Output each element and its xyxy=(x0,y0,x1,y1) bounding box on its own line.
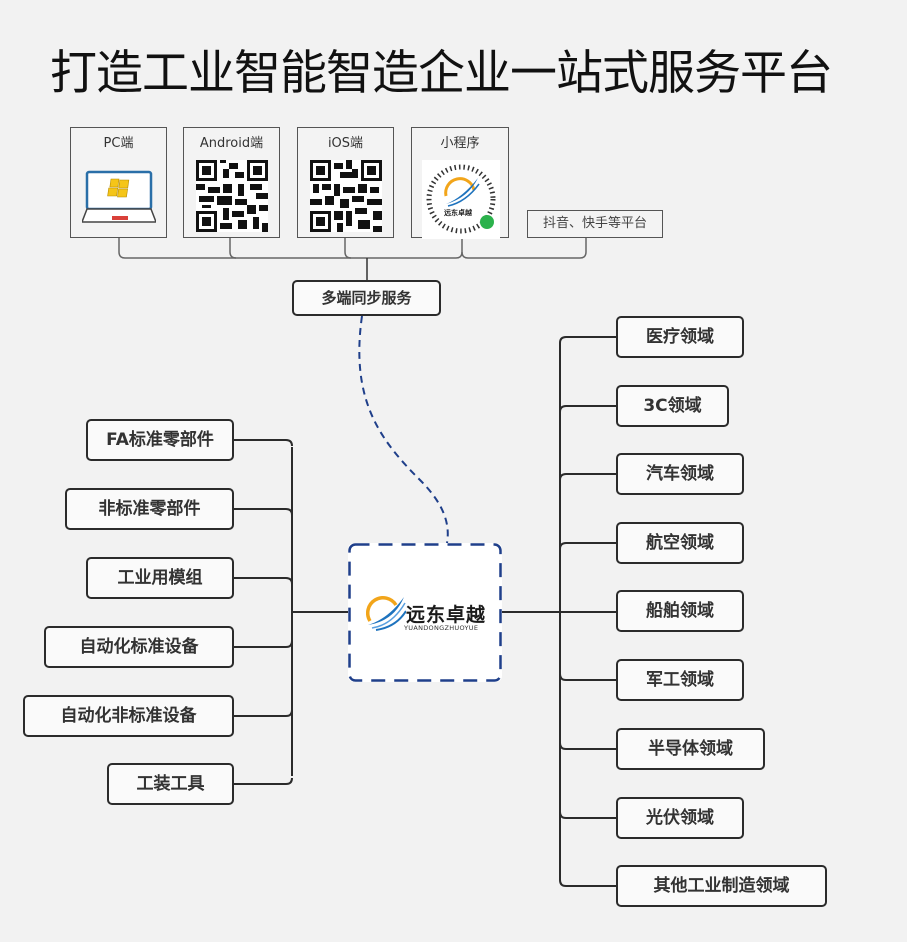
connector-mini xyxy=(359,238,463,259)
mini-brand-text: 远东卓越 xyxy=(444,208,473,217)
brand-name-en: YUANDONGZHUOYUE xyxy=(404,624,479,632)
center-logo-node[interactable]: 远东卓越 YUANDONGZHUOYUE xyxy=(348,543,502,682)
page-title: 打造工业智能智造企业一站式服务平台 xyxy=(50,46,833,101)
product-node[interactable]: 工装工具 xyxy=(107,763,234,805)
field-node[interactable]: 船舶领域 xyxy=(616,590,744,632)
dashed-connector xyxy=(358,315,449,544)
platform-label: 小程序 xyxy=(440,136,480,151)
field-node[interactable]: 医疗领域 xyxy=(616,316,744,358)
platform-pc[interactable]: PC端 xyxy=(70,127,167,238)
platform-label: iOS端 xyxy=(327,136,364,151)
brand-name: 远东卓越 xyxy=(406,604,487,626)
product-node[interactable]: 自动化非标准设备 xyxy=(23,695,234,737)
platform-label: PC端 xyxy=(103,136,134,151)
field-node[interactable]: 光伏领域 xyxy=(616,797,744,839)
field-node[interactable]: 军工领域 xyxy=(616,659,744,701)
product-node[interactable]: 非标准零部件 xyxy=(65,488,234,530)
laptop-windows-icon xyxy=(82,170,156,223)
brand-logo-icon xyxy=(366,595,406,631)
connector-ios xyxy=(344,238,352,259)
product-node[interactable]: 工业用模组 xyxy=(86,557,234,599)
qr-code-icon xyxy=(309,160,382,232)
connector-pc xyxy=(118,238,359,259)
dashed-border xyxy=(348,543,502,682)
product-node[interactable]: FA标准零部件 xyxy=(86,419,234,461)
connector-android xyxy=(229,238,237,259)
field-node[interactable]: 汽车领域 xyxy=(616,453,744,495)
qr-code-icon xyxy=(195,160,268,232)
platform-android[interactable]: Android端 xyxy=(183,127,280,238)
field-node[interactable]: 半导体领域 xyxy=(616,728,765,770)
field-node[interactable]: 其他工业制造领域 xyxy=(616,865,827,907)
connector-mini-right xyxy=(461,238,587,259)
field-node[interactable]: 3C领域 xyxy=(616,385,729,427)
platform-ios[interactable]: iOS端 xyxy=(297,127,394,238)
sync-service-node[interactable]: 多端同步服务 xyxy=(292,280,441,316)
platform-other[interactable]: 抖音、快手等平台 xyxy=(527,210,663,238)
mini-program-code-icon: 远东卓越 xyxy=(422,160,500,239)
product-node[interactable]: 自动化标准设备 xyxy=(44,626,234,668)
platform-label: Android端 xyxy=(199,136,264,151)
platform-mini-program[interactable]: 小程序 远东卓越 xyxy=(411,127,509,239)
field-node[interactable]: 航空领域 xyxy=(616,522,744,564)
